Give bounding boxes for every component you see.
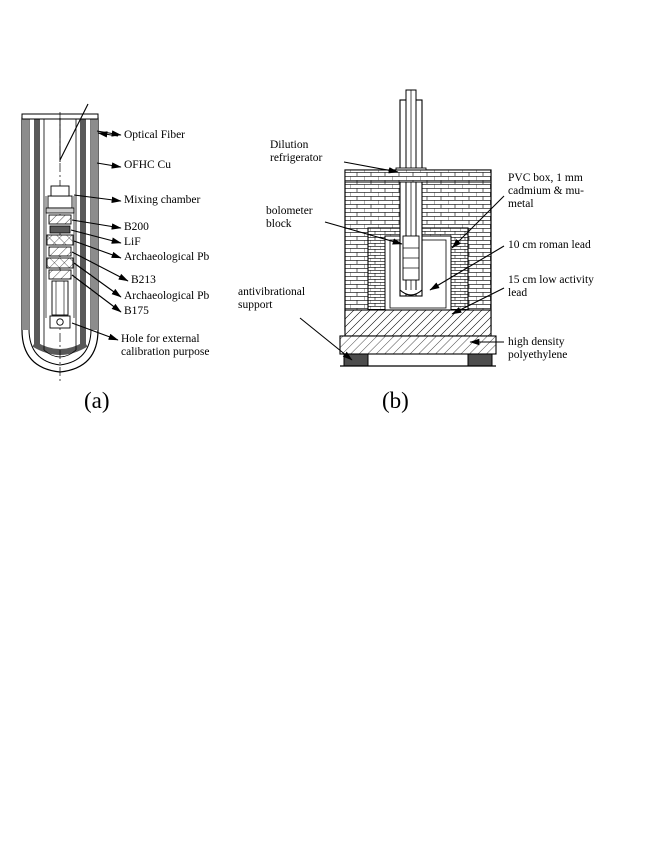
label-b175: B175 [124,305,149,317]
caption-panel-b: (b) [382,388,409,413]
panel-b-arrow-set [299,161,505,361]
label-polyethylene: high density polyethylene [508,336,568,361]
label-low-activity-lead: 15 cm low activity lead [508,274,594,299]
caption-panel-a: (a) [84,388,110,413]
label-b200: B200 [124,221,149,233]
label-b213: B213 [131,274,156,286]
label-bolometer-block: bolometer block [266,205,313,230]
panel-a-arrow-set [70,130,129,341]
label-archaeological-pb-2: Archaeological Pb [124,290,210,302]
label-archaeological-pb-1: Archaeological Pb [124,251,210,263]
label-dilution-refrigerator: Dilution refrigerator [270,139,323,164]
label-lif: LiF [124,236,141,248]
label-hole-calibration: Hole for external calibration purpose [121,333,210,358]
label-roman-lead: 10 cm roman lead [508,239,591,251]
bolometer-stack-internals [45,185,75,329]
label-mixing-chamber: Mixing chamber [124,194,201,206]
label-pvc-box: PVC box, 1 mm cadmium & mu- metal [508,172,585,210]
label-antivibrational-support: antivibrational support [238,286,306,311]
label-optical-fiber: Optical Fiber [124,129,185,141]
label-ofhc-cu: OFHC Cu [124,159,171,171]
panel-b-shielding-assembly [339,89,497,367]
